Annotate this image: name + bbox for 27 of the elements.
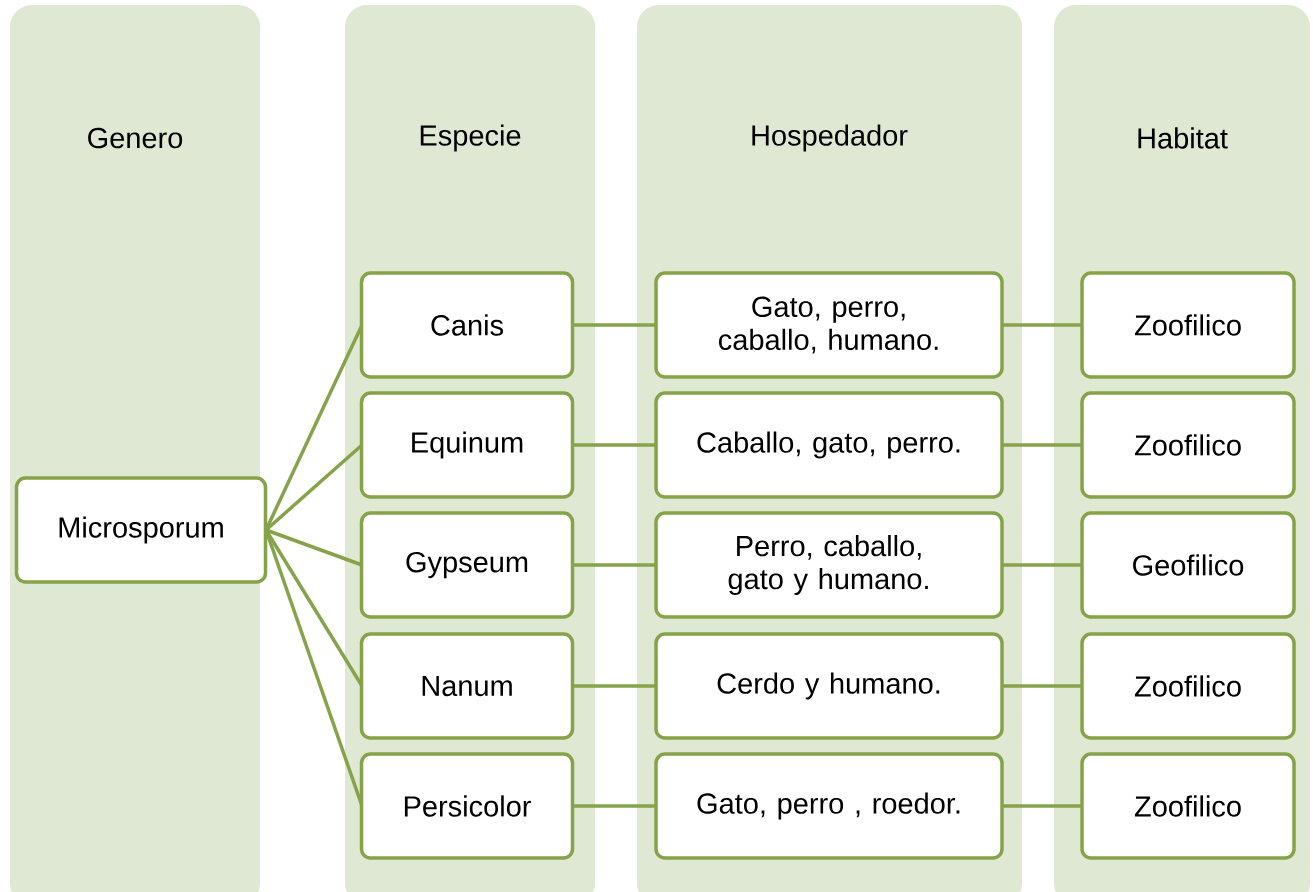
connector-line xyxy=(1002,323,1082,327)
connector-line xyxy=(265,528,363,567)
rounded-box: Gato, perro, caballo, humano. xyxy=(654,271,1004,379)
rounded-box: Perro, caballo, gato y humano. xyxy=(654,511,1004,619)
rounded-box: Canis xyxy=(359,271,575,379)
connector-line xyxy=(1002,684,1082,688)
connector-line xyxy=(573,684,656,688)
rounded-box: Zoofilico xyxy=(1080,752,1296,860)
rounded-box: Geofilico xyxy=(1080,511,1296,619)
rounded-box: Microsporum xyxy=(14,476,268,584)
connector-line xyxy=(573,563,656,567)
rounded-box: Equinum xyxy=(359,391,575,499)
rounded-box: Persicolor xyxy=(359,752,575,860)
rounded-box: Caballo, gato, perro. xyxy=(654,391,1004,499)
connector-line xyxy=(1002,804,1082,808)
rounded-box: Zoofilico xyxy=(1080,632,1296,740)
rounded-box: Nanum xyxy=(359,632,575,740)
rounded-box: Zoofilico xyxy=(1080,271,1296,379)
connector-line xyxy=(1002,563,1082,567)
rounded-box: Gato, perro , roedor. xyxy=(654,752,1004,860)
rounded-box: Zoofilico xyxy=(1080,391,1296,499)
rounded-box: Cerdo y humano. xyxy=(654,632,1004,740)
rounded-box: Gypseum xyxy=(359,511,575,619)
connector-line xyxy=(573,323,656,327)
connector-line xyxy=(573,443,656,447)
connector-line xyxy=(1002,443,1082,447)
connector-line xyxy=(573,804,656,808)
